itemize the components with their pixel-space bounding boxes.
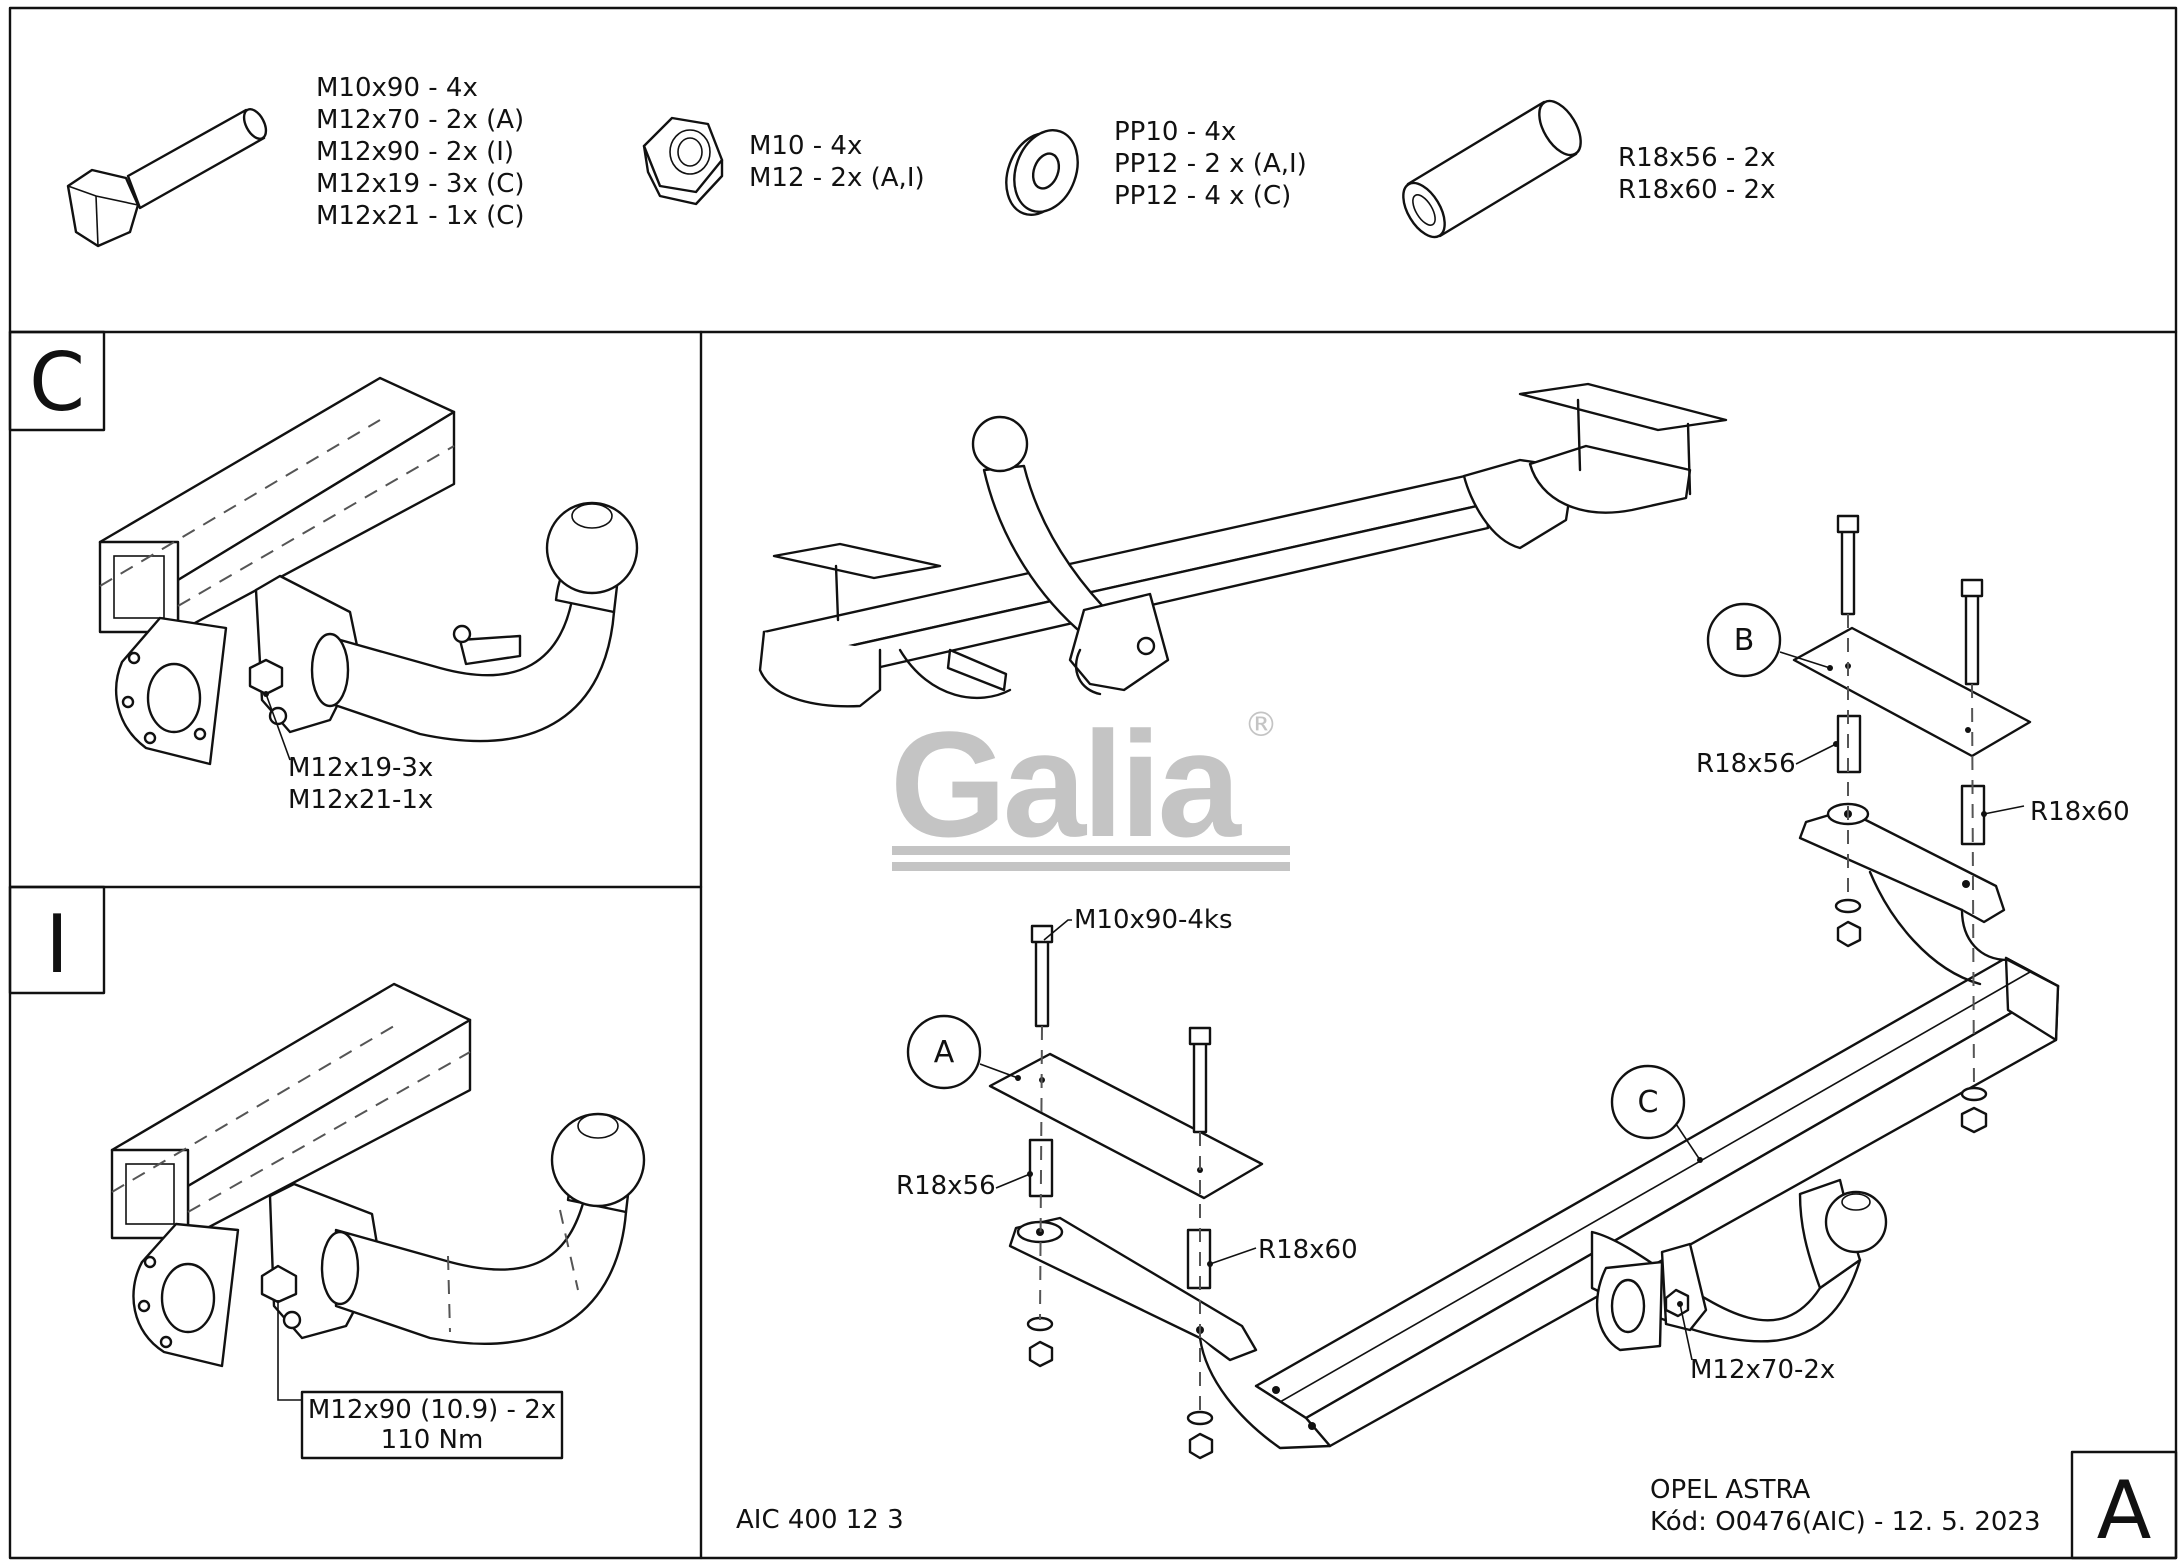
bolt-label: M12x21-1x: [288, 785, 433, 815]
nut-item: M10 - 4x: [749, 131, 862, 161]
bolt-item: M12x19 - 3x (C): [316, 169, 525, 199]
bolt-head-icon: [248, 658, 284, 696]
bolt-list: M10x90 - 4x M12x70 - 2x (A) M12x90 - 2x …: [316, 73, 525, 231]
registered-mark: ®: [1244, 705, 1278, 745]
panel-i-spec: M12x90 (10.9) - 2x 110 Nm: [277, 1300, 564, 1460]
spacer-item: R18x56 - 2x: [1618, 143, 1775, 173]
callout-letter: C: [1638, 1085, 1659, 1120]
logo-text: Galia: [890, 700, 1242, 868]
galia-logo: Galia ®: [890, 700, 1290, 871]
tow-arm: [320, 1112, 646, 1346]
callout-letter: B: [1734, 623, 1755, 658]
main-panel: Galia ®: [736, 382, 2178, 1560]
crossbar-tube: [98, 376, 456, 634]
crossbar-tube: [110, 982, 472, 1240]
vehicle-name: OPEL ASTRA: [1650, 1475, 1811, 1505]
bolt-label: M12x19-3x: [288, 753, 433, 783]
label-spacer: R18x56: [1696, 749, 1796, 779]
parts-list: M10x90 - 4x M12x70 - 2x (A) M12x90 - 2x …: [66, 73, 1775, 248]
spec-bolt: M12x90 (10.9) - 2x: [308, 1395, 556, 1425]
bolt-item: M12x90 - 2x (I): [316, 137, 514, 167]
bracket-a: [988, 1052, 1332, 1450]
mounting-flange: [115, 616, 228, 766]
washer-item: PP12 - 2 x (A,I): [1114, 149, 1307, 179]
washer-item: PP12 - 4 x (C): [1114, 181, 1291, 211]
callout-a: A: [906, 1014, 1021, 1090]
panel-c: C: [8, 330, 639, 815]
nut-icon: [642, 116, 724, 206]
label-m12-bolt: M12x70-2x: [1690, 1355, 1835, 1385]
panel-i: I: [8, 885, 646, 1460]
washer-list: PP10 - 4x PP12 - 2 x (A,I) PP12 - 4 x (C…: [1114, 117, 1307, 211]
panel-c-bolt-labels: M12x19-3x M12x21-1x: [263, 691, 433, 815]
spacer-item: R18x60 - 2x: [1618, 175, 1775, 205]
bolt-icon: [66, 108, 268, 248]
sheet-frame: [8, 6, 2178, 1560]
variant-letter: A: [2097, 1464, 2152, 1557]
label-spacer: R18x60: [2030, 797, 2130, 827]
spacer-icon: [1402, 99, 1582, 239]
vehicle-reference-view: [758, 382, 1728, 708]
panel-i-letter: I: [45, 898, 69, 991]
callout-letter: A: [934, 1035, 955, 1070]
main-labels: M10x90-4ks R18x56 R18x60 R18x56 R18x60 M…: [896, 741, 2130, 1385]
tow-arm: [310, 501, 639, 743]
bolt-item: M10x90 - 4x: [316, 73, 478, 103]
lower-tow-ball: [1590, 1178, 1888, 1352]
callout-c: C: [1610, 1064, 1701, 1161]
ball-neck: [971, 415, 1118, 642]
product-code: AIC 400 12 3: [736, 1505, 904, 1535]
washer-item: PP10 - 4x: [1114, 117, 1236, 147]
code-and-date: Kód: O0476(AIC) - 12. 5. 2023: [1650, 1507, 2040, 1537]
bolt-item: M12x70 - 2x (A): [316, 105, 524, 135]
washer-icon: [1005, 129, 1079, 216]
label-spacer: R18x60: [1258, 1235, 1358, 1265]
callout-b: B: [1706, 602, 1833, 678]
nut-item: M12 - 2x (A,I): [749, 163, 925, 193]
spacer-list: R18x56 - 2x R18x60 - 2x: [1618, 143, 1775, 205]
bolt-item: M12x21 - 1x (C): [316, 201, 525, 231]
fastener-set: [1026, 514, 1988, 1460]
label-spacer: R18x56: [896, 1171, 996, 1201]
bolt-head-icon: [260, 1264, 298, 1304]
panel-c-letter: C: [29, 336, 85, 429]
spec-torque: 110 Nm: [381, 1425, 484, 1455]
bracket-b: [1792, 626, 2060, 988]
mounting-flange: [132, 1222, 240, 1368]
label-m10-bolt: M10x90-4ks: [1074, 905, 1233, 935]
nut-list: M10 - 4x M12 - 2x (A,I): [749, 131, 925, 193]
